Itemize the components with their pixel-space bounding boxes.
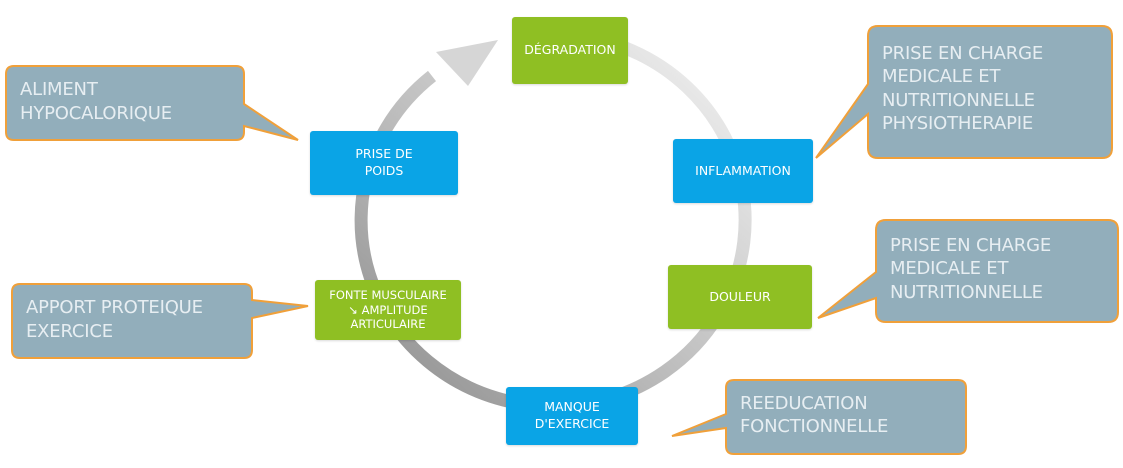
node-inflammation: INFLAMMATION bbox=[673, 139, 813, 203]
callout-reeducation-text: REEDUCATION FONCTIONNELLE bbox=[740, 393, 889, 438]
callout-reeducation-shape bbox=[671, 379, 967, 455]
callout-prise-charge-physio-shape bbox=[815, 25, 1113, 159]
node-prise-poids: PRISE DE POIDS bbox=[310, 131, 458, 195]
callout-aliment-text: ALIMENT HYPOCALORIQUE bbox=[20, 79, 172, 125]
node-fonte-musculaire: FONTE MUSCULAIRE ↘ AMPLITUDE ARTICULAIRE bbox=[315, 280, 461, 340]
callout-aliment-shape bbox=[5, 65, 299, 141]
cycle-ring bbox=[354, 39, 752, 413]
callout-prise-charge-text: PRISE EN CHARGE MEDICALE ET NUTRITIONNEL… bbox=[890, 235, 1051, 303]
node-douleur: DOULEUR bbox=[668, 265, 812, 329]
node-degradation: DÉGRADATION bbox=[512, 17, 628, 84]
callout-apport-shape bbox=[11, 283, 309, 359]
callout-apport-text: APPORT PROTEIQUE EXERCICE bbox=[26, 297, 203, 343]
callout-prise-charge-physio-text: PRISE EN CHARGE MEDICALE ET NUTRITIONNEL… bbox=[882, 43, 1043, 135]
node-manque-exercice: MANQUE D'EXERCICE bbox=[506, 387, 638, 445]
cycle-arrowhead bbox=[436, 40, 498, 86]
callout-prise-charge-shape bbox=[817, 219, 1119, 323]
